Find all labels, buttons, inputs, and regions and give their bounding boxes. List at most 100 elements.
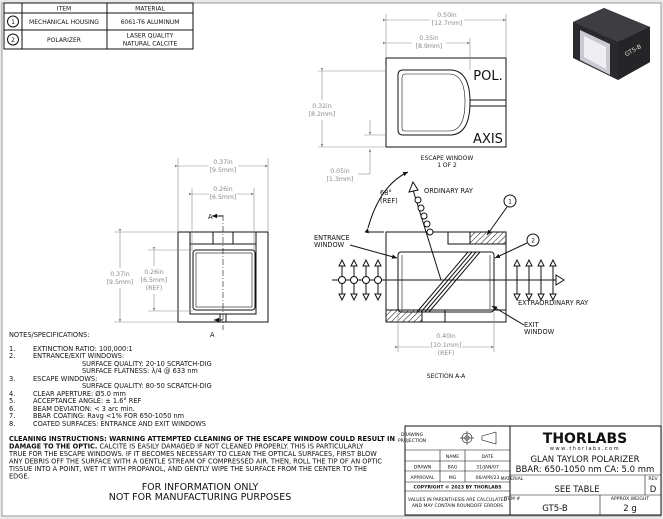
rev-value: D	[650, 485, 657, 495]
angle-label: (REF)	[380, 197, 398, 205]
cleaning-text: CALCITE IS EASILY DAMAGED IF NOT CLEANED…	[97, 443, 364, 451]
thorlabs-logo: THORLABS	[543, 431, 627, 447]
weight-value: 2 g	[623, 504, 637, 514]
date-header: DATE	[482, 454, 494, 460]
note-number: 1.	[9, 345, 15, 353]
note-text: ENTRANCE/EXIT WINDOWS:	[33, 352, 124, 360]
rev-label: REV	[648, 476, 658, 482]
callout-number: 1	[508, 199, 512, 206]
input-polarization-arrows	[338, 258, 382, 302]
weight-label: APPROX WEIGHT	[611, 496, 650, 502]
bom-header-material: MATERIAL	[135, 6, 165, 13]
bom-row-material: 6061-T6 ALUMINUM	[121, 19, 180, 26]
values-note: AND MAY CONTAIN ROUNDOFF ERRORS	[412, 503, 503, 509]
axis-label: AXIS	[473, 132, 503, 147]
note-number: 4.	[9, 390, 15, 398]
dim-label: [1.3mm]	[327, 176, 354, 183]
note-text: SURFACE QUALITY: 80-50 SCRATCH-DIG	[82, 382, 212, 390]
front-view: A A 0.37in [9.5mm] 0.26in [6.5mm] 0.37in…	[106, 156, 269, 339]
exit-window-label: WINDOW	[524, 328, 555, 336]
callout-circle	[7, 15, 19, 28]
pol-label: POL.	[473, 69, 502, 84]
note-number: 6.	[9, 405, 15, 413]
dim-label: 0.35in	[419, 35, 438, 42]
projection-label: DRAWING	[401, 432, 424, 438]
dim-label: (REF)	[146, 285, 163, 292]
dim-label: [8.2mm]	[309, 111, 336, 118]
callout-circle	[7, 33, 19, 46]
cleaning-text: ANY DEBRIS OFF THE SURFACE WITH A GENTLE…	[9, 458, 382, 466]
section-marker: A	[208, 213, 213, 221]
top-view: POL. AXIS 0.50in [12.7mm] 0.35in [8.9mm]…	[308, 10, 507, 183]
dim-label: 0.37in	[110, 271, 129, 278]
bom-row-item: MECHANICAL HOUSING	[29, 19, 99, 26]
dim-label: 0.40in	[436, 333, 455, 340]
approval-name: MG	[449, 475, 457, 481]
note-text: SURFACE FLATNESS: λ/4 @ 633 nm	[82, 367, 198, 375]
note-text: ACCEPTANCE ANGLE: ± 1.6° REF	[33, 397, 142, 405]
note-text: ESCAPE WINDOWS:	[33, 375, 97, 383]
svg-text:DAMAGE TO THE OPTIC. CALCITE: DAMAGE TO THE OPTIC. CALCITE IS EASILY D…	[9, 443, 364, 451]
dim-label: 0.05in	[330, 168, 349, 175]
material-value: SEE TABLE	[554, 485, 599, 495]
ordinary-ray-label: ORDINARY RAY	[424, 187, 474, 195]
disclaimer: NOT FOR MANUFACTURING PURPOSES	[109, 492, 291, 503]
website: www.thorlabs.com	[550, 446, 620, 452]
dim-label: [6.5mm]	[210, 194, 237, 201]
bom-row-item: POLARIZER	[47, 37, 81, 44]
dim-label: 0.26in	[144, 269, 163, 276]
disclaimer: FOR INFORMATION ONLY	[142, 482, 259, 493]
view-caption: ESCAPE WINDOW	[421, 155, 474, 162]
dim-label: [8.9mm]	[416, 43, 443, 50]
approval-date: 06/APR/23	[476, 475, 500, 481]
notes-title: NOTES/SPECIFICATIONS:	[9, 331, 89, 339]
section-caption: SECTION A-A	[427, 373, 466, 380]
note-number: 8.	[9, 420, 15, 428]
callout-number: 2	[531, 238, 535, 245]
notes-specifications: NOTES/SPECIFICATIONS: 1.EXTINCTION RATIO…	[9, 331, 212, 428]
dim-label: 0.37in	[213, 159, 232, 166]
item-value: GT5-B	[542, 504, 568, 514]
cleaning-warning: CLEANING INSTRUCTIONS: WARNING ATTEMPTED…	[9, 435, 395, 443]
projection-label: PROJECTION	[398, 438, 426, 444]
bom-table: ITEM MATERIAL 1 MECHANICAL HOUSING 6061-…	[3, 2, 194, 50]
callout-1	[503, 194, 517, 208]
note-text: CLEAR APERTURE: Ø5.0 mm	[33, 390, 126, 398]
name-header: NAME	[446, 454, 460, 460]
bom-row-num: 1	[11, 19, 15, 26]
dim-label: 0.32in	[312, 103, 331, 110]
dim-label: (REF)	[438, 350, 455, 357]
material-label: MATERIAL	[501, 476, 524, 482]
note-number: 2.	[9, 352, 15, 360]
bom-row-material: LASER QUALITY	[127, 33, 174, 40]
values-note: VALUES IN PARENTHESIS ARE CALCULATED	[408, 497, 508, 503]
note-number: 5.	[9, 397, 15, 405]
dim-label: 0.50in	[437, 12, 456, 19]
cleaning-text: EDGE.	[9, 473, 30, 481]
cleaning-instructions: CLEANING INSTRUCTIONS: WARNING ATTEMPTED…	[8, 435, 395, 481]
part-subtitle: BBAR: 650-1050 nm CA: 5.0 mm	[516, 465, 655, 475]
bom-row-material: NATURAL CALCITE	[123, 41, 178, 48]
dim-label: [9.5mm]	[107, 279, 134, 286]
angle-label: 68°	[380, 189, 392, 197]
callout-2	[526, 233, 540, 247]
extraordinary-ray-label: EXTRAORDINARY RAY	[518, 299, 589, 307]
third-angle-projection-icon	[460, 431, 497, 445]
bom-row-num: 2	[11, 37, 15, 44]
exit-window-label: EXIT	[524, 321, 540, 329]
cleaning-warning: DAMAGE TO THE OPTIC.	[9, 443, 97, 451]
note-number: 3.	[9, 375, 15, 383]
drawn-date: 31/JAN/07	[476, 465, 499, 471]
dim-label: 0.26in	[213, 186, 232, 193]
section-marker: A	[210, 331, 215, 339]
dim-label: [9.5mm]	[210, 167, 237, 174]
product-render: GT5-B	[573, 8, 650, 80]
note-text: COATED SURFACES: ENTRANCE AND EXIT WINDO…	[33, 420, 206, 428]
bom-header-item: ITEM	[57, 6, 71, 13]
dim-label: [10.1mm]	[431, 342, 462, 349]
note-text: BBAR COATING: Ravg <1% FOR 650-1050 nm	[33, 412, 184, 420]
note-number: 7.	[9, 412, 15, 420]
copyright: COPYRIGHT © 2023 BY THORLABS	[413, 485, 501, 491]
entrance-window-label: WINDOW	[314, 241, 345, 249]
